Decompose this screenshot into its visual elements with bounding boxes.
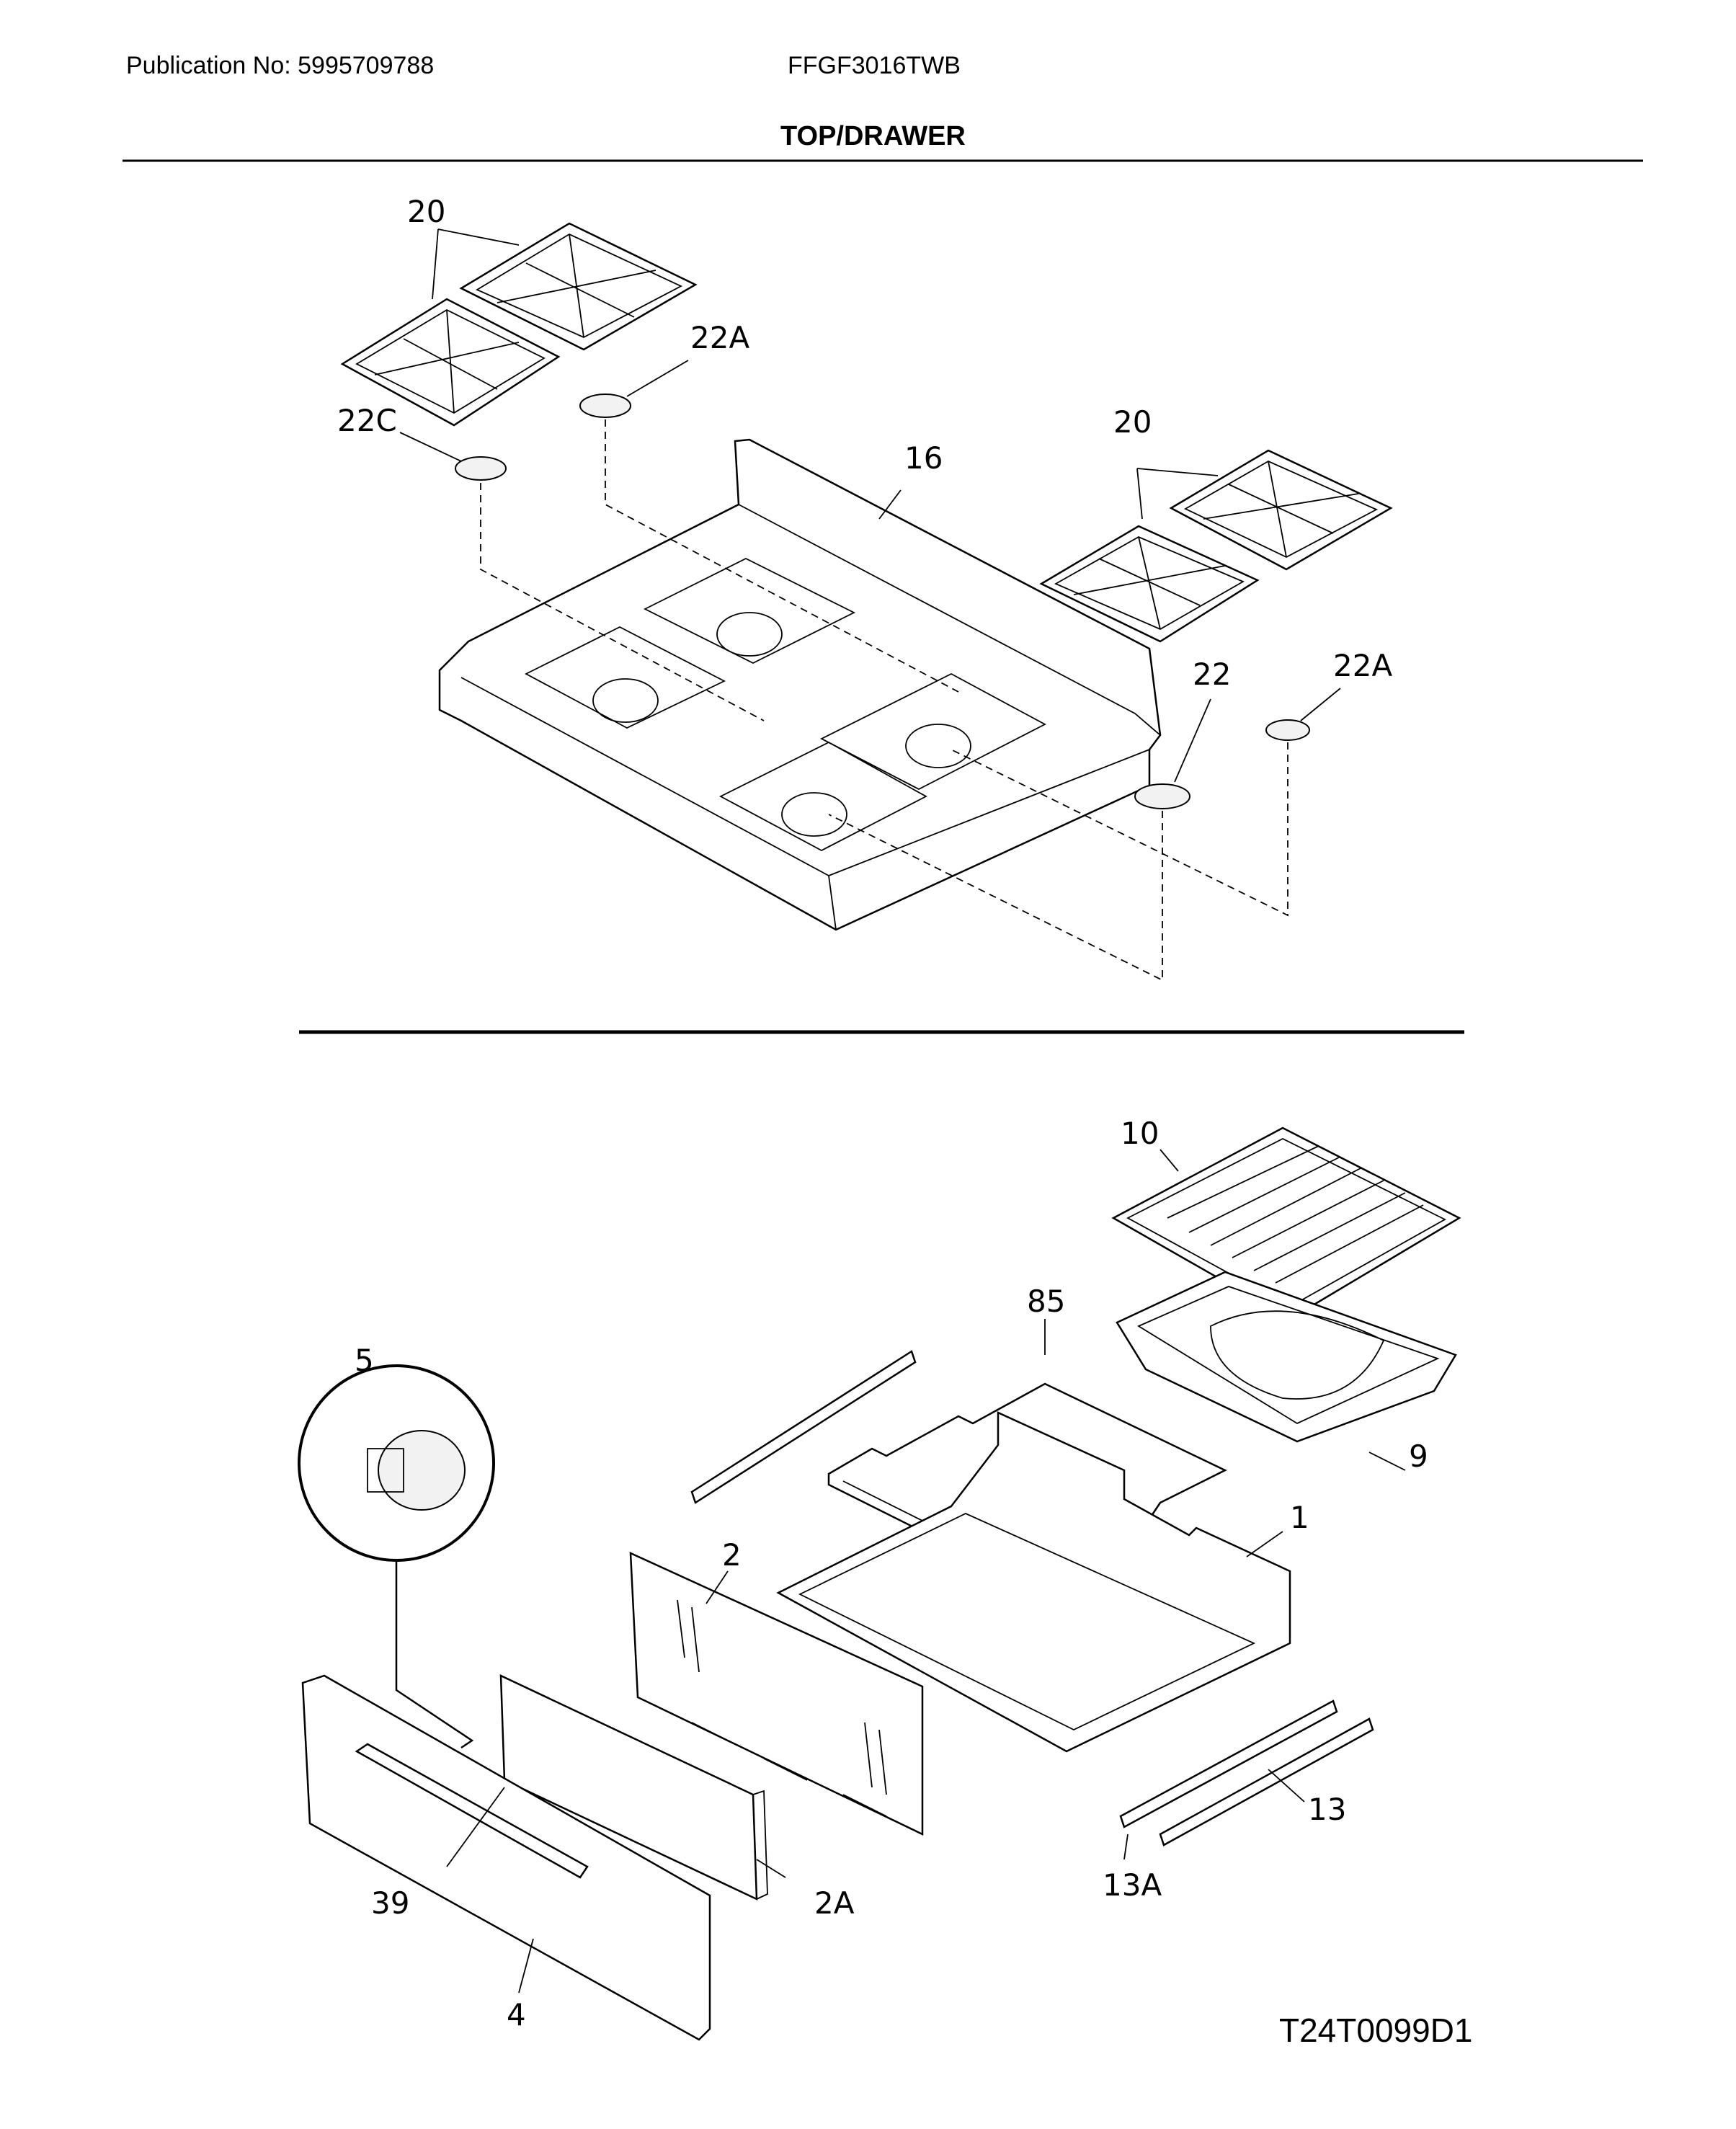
callout-5: 5 bbox=[355, 1343, 374, 1378]
leaders-bottom bbox=[446, 1149, 1406, 1994]
drawing-id: T24T0099D1 bbox=[1279, 2012, 1473, 2049]
left-burner-grates bbox=[340, 222, 698, 427]
callout-10: 10 bbox=[1121, 1116, 1159, 1151]
drawer-back-panel bbox=[629, 1552, 924, 1836]
callout-1: 1 bbox=[1290, 1500, 1309, 1535]
cap-22a-right bbox=[1265, 719, 1310, 741]
slide-rear-left bbox=[690, 1350, 917, 1504]
callout-22a-right: 22A bbox=[1333, 648, 1392, 683]
callout-22a-left: 22A bbox=[690, 320, 749, 355]
model-number: FFGF3016TWB bbox=[788, 52, 961, 79]
publication-number: Publication No: 5995709788 bbox=[126, 52, 435, 79]
callout-20-left: 20 bbox=[407, 194, 445, 229]
callout-4: 4 bbox=[507, 1997, 526, 2032]
section-title: TOP/DRAWER bbox=[780, 121, 966, 151]
callout-9: 9 bbox=[1409, 1439, 1428, 1474]
callout-13: 13 bbox=[1308, 1792, 1346, 1827]
broil-pan bbox=[1116, 1271, 1457, 1443]
callout-22: 22 bbox=[1193, 657, 1231, 692]
callout-16: 16 bbox=[904, 440, 943, 476]
drawer-body bbox=[776, 1411, 1291, 1753]
knob-detail bbox=[298, 1364, 495, 1749]
callout-85: 85 bbox=[1027, 1284, 1065, 1319]
callout-22c: 22C bbox=[337, 403, 397, 438]
cooktop bbox=[438, 438, 1162, 931]
callout-20-right: 20 bbox=[1113, 404, 1152, 440]
callout-13a: 13A bbox=[1103, 1867, 1162, 1903]
right-burner-grates bbox=[1039, 449, 1393, 643]
callout-2: 2 bbox=[722, 1537, 742, 1573]
cap-22c bbox=[455, 456, 507, 481]
leaders-top bbox=[399, 228, 1341, 783]
drawer-front-panel bbox=[499, 1674, 768, 1901]
cap-22 bbox=[1134, 783, 1190, 809]
cap-22a-left bbox=[579, 394, 631, 418]
handle bbox=[355, 1743, 589, 1879]
slides-front bbox=[1119, 1699, 1374, 1846]
alignment-lines-top bbox=[480, 419, 1288, 982]
callout-2a: 2A bbox=[814, 1885, 855, 1921]
callout-39: 39 bbox=[371, 1885, 409, 1921]
